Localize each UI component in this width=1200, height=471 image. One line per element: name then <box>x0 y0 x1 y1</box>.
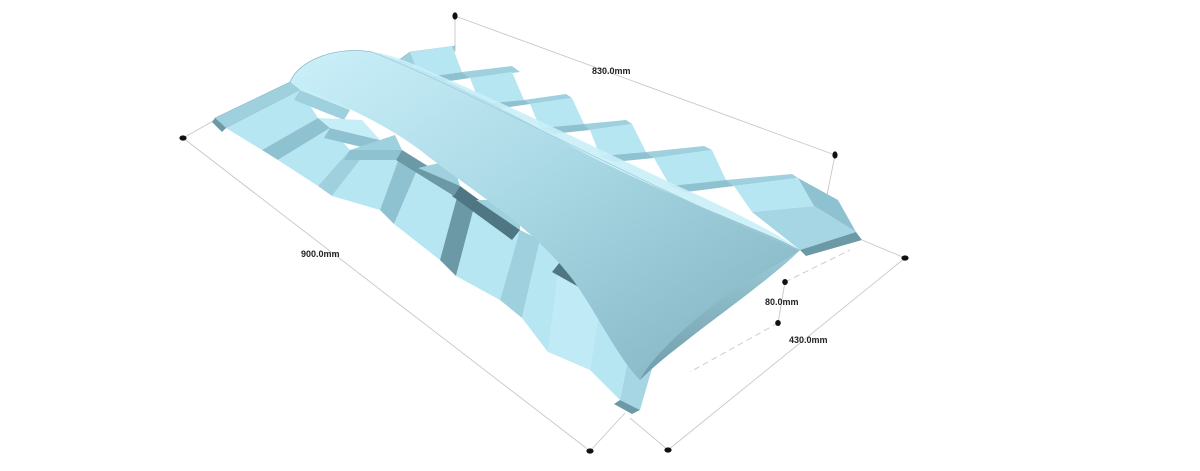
height-extension-top <box>784 249 851 283</box>
depth-extension-left <box>629 417 669 451</box>
width-extension-top <box>182 119 216 139</box>
width-endpoint-end <box>586 448 594 454</box>
height-dimension-line <box>777 281 786 324</box>
height-label: 80.0mm <box>765 297 799 307</box>
width-label: 900.0mm <box>301 249 340 259</box>
front-flange <box>212 81 666 414</box>
length-extension-right <box>825 154 836 201</box>
ridge-cap-model <box>212 45 862 414</box>
ridge-roll <box>289 50 801 380</box>
depth-extension-right <box>861 239 906 259</box>
depth-dimension-line <box>667 257 906 451</box>
length-dimension-line <box>454 15 836 156</box>
length-label: 830.0mm <box>592 66 631 76</box>
depth-endpoint-end <box>664 447 672 453</box>
depth-endpoint-start <box>901 255 909 261</box>
width-endpoint-start <box>179 135 187 141</box>
width-extension-bottom <box>589 412 626 452</box>
dimension-endpoints <box>179 12 909 454</box>
height-endpoint-bottom <box>775 320 781 326</box>
length-endpoint-end <box>832 151 838 159</box>
dimension-lines <box>182 15 906 452</box>
back-flange <box>384 45 862 256</box>
height-endpoint-top <box>782 279 788 285</box>
height-extension-bottom <box>689 322 779 373</box>
depth-label: 430.0mm <box>789 335 828 345</box>
width-dimension-line <box>182 137 591 452</box>
dimension-labels: 830.0mm 900.0mm 80.0mm 430.0mm <box>301 66 828 345</box>
length-endpoint-start <box>452 12 458 20</box>
